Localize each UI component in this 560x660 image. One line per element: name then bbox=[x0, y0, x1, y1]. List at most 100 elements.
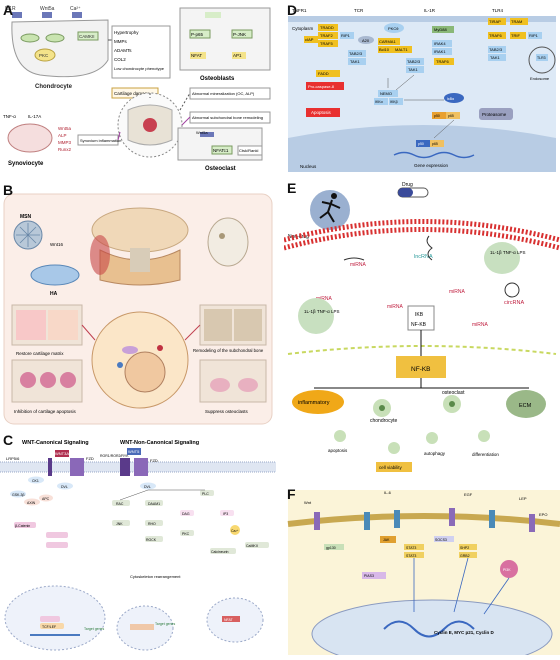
panel-label-a: A bbox=[3, 2, 14, 18]
chondro-item-4: COL2 bbox=[114, 57, 126, 62]
chondro-list: Hypertrophy MMPs ADAMTs COL2 Low chondro… bbox=[108, 25, 171, 79]
node-p-jnk: P-JNK bbox=[233, 32, 246, 37]
receptor-wnt5a-oc: Wnt5a bbox=[196, 130, 208, 135]
non-daam: DAAM1 bbox=[148, 502, 160, 506]
f-pi3k: PI3K bbox=[503, 568, 511, 572]
d-tak-3: TAK1 bbox=[490, 55, 500, 60]
svg-text:ALP: ALP bbox=[58, 133, 67, 138]
d-fadd: FADD bbox=[318, 71, 329, 76]
cell-chondrocyte: Chondrocyte bbox=[35, 84, 73, 90]
title-noncanonical: WNT-Non-Canonical Signaling bbox=[120, 440, 199, 446]
e-apoptosis: apoptosis bbox=[328, 448, 348, 453]
canon-fzd: FZD bbox=[86, 456, 94, 461]
d-bcl10: Bcl10 bbox=[379, 47, 390, 52]
canon-wnt3a: WNT3A bbox=[55, 451, 69, 456]
non-camk: CaMKII bbox=[246, 544, 258, 548]
panel-label-c: C bbox=[3, 432, 14, 448]
non-plc: PLC bbox=[202, 492, 209, 496]
d-carma1: CARMA1 bbox=[379, 39, 396, 44]
receptor-ca: Ca²⁺ bbox=[70, 6, 81, 12]
d-ikb: IκBα bbox=[447, 97, 454, 101]
receptor-tlr4: TLR4 bbox=[492, 8, 504, 13]
receptor-tnfr1: TNFR1 bbox=[292, 8, 307, 13]
node-camkii: CAMKII bbox=[79, 34, 95, 39]
canon-axin: AXIN bbox=[27, 501, 36, 505]
non-rac: RAC bbox=[116, 502, 124, 506]
d-traf6-b: TRAF6 bbox=[489, 33, 502, 38]
e-nfkb-small: NF-KB bbox=[411, 322, 427, 328]
panel-label-d: D bbox=[287, 2, 298, 18]
panel-a-figure: IL1R Wnt5a Ca²⁺ CAMKII PKC Chondrocyte H… bbox=[3, 6, 271, 172]
e-lncrna: lncRNA bbox=[414, 254, 433, 260]
e-ecm: ECM bbox=[519, 403, 532, 409]
d-ciap: cIAP bbox=[305, 37, 314, 42]
panel-label-b: B bbox=[3, 182, 14, 198]
f-grb2: GRB2 bbox=[460, 554, 470, 558]
non-nfat: NFAT bbox=[224, 618, 234, 622]
label-cytoplasm: Cytoplasm bbox=[292, 26, 314, 31]
osteo-box-remodel: Abnormal subchondral bone remodeling bbox=[192, 115, 263, 120]
d-tak-2: TAK1 bbox=[408, 67, 418, 72]
canon-target: Target genes bbox=[84, 627, 104, 631]
label-ha: HA bbox=[50, 291, 58, 297]
d-tak-1: TAK1 bbox=[350, 59, 360, 64]
receptor-wnt5a-a: Wnt5a bbox=[40, 6, 55, 12]
receptor-il1r-d: IL-1R bbox=[424, 8, 436, 13]
f-jak: JAK bbox=[383, 538, 390, 542]
panel-c-figure: WNT-Canonical Signaling WNT-Non-Canonica… bbox=[0, 440, 276, 651]
panel-b: B MSN Wnt16 HA Restore cartilage matrix bbox=[0, 180, 276, 425]
d-gene-expression: Gene expression bbox=[414, 163, 449, 168]
f-wnt: Wnt bbox=[304, 500, 312, 505]
d-pkc: PKCθ bbox=[388, 26, 399, 31]
d-traf2: TRAF2 bbox=[320, 33, 333, 38]
canon-apc: APC bbox=[42, 497, 50, 501]
panel-e: E Non-drug Drug miRNA lncRNA circRNA miR… bbox=[283, 178, 560, 478]
panel-c: C WNT-Canonical Signaling WNT-Non-Canoni… bbox=[0, 430, 276, 655]
d-p65-nuc: p65 bbox=[432, 142, 438, 146]
non-wnt5: WNT5 bbox=[128, 449, 140, 454]
d-tab-3: TAB2/3 bbox=[489, 47, 503, 52]
canon-gsk: GSK-3β bbox=[12, 493, 25, 497]
svg-text:Runx2: Runx2 bbox=[58, 147, 72, 152]
e-circrna: circRNA bbox=[504, 300, 524, 306]
panel-e-figure: Non-drug Drug miRNA lncRNA circRNA miRNA… bbox=[283, 182, 560, 472]
d-trif: TRIF bbox=[511, 33, 520, 38]
e-mirna-2: miRNA bbox=[316, 296, 332, 302]
e-autophagy: autophagy bbox=[424, 451, 446, 456]
cell-osteoclast: Osteoclast bbox=[205, 166, 236, 172]
d-proteasome: Proteasome bbox=[482, 112, 507, 117]
e-nfkb: NF-KB bbox=[411, 366, 431, 373]
d-tab-2: TAB2/3 bbox=[407, 59, 421, 64]
d-apoptosis: Apoptosis bbox=[311, 110, 332, 115]
e-drug: Drug bbox=[402, 182, 413, 188]
label-suppress-osteoclasts: Suppress osteoclasts bbox=[205, 409, 249, 414]
d-tab-1: TAB2/3 bbox=[349, 51, 363, 56]
d-irak1: IRAK1 bbox=[434, 49, 446, 54]
node-tnf: TNF-α bbox=[3, 114, 16, 119]
chondro-item-1: Hypertrophy bbox=[114, 30, 139, 35]
d-nemo: NEMO bbox=[380, 91, 392, 96]
d-tirap: TIRAP bbox=[489, 19, 501, 24]
panel-d-figure: TNFR1 TCR IL-1R TLR4 Cytoplasm TRADD TRA… bbox=[288, 8, 556, 172]
chondro-item-3: ADAMTs bbox=[114, 48, 132, 53]
f-gene: Cyclin E, MYC p21, Cyclin D bbox=[434, 630, 495, 635]
non-pkc: PKC bbox=[182, 532, 190, 536]
panel-d: D TNFR1 TCR IL-1R TLR4 Cytoplasm TRADD T… bbox=[284, 0, 560, 172]
node-pkc-a: PKC bbox=[39, 53, 49, 58]
e-mirna-4: miRNA bbox=[449, 289, 465, 295]
non-calcineurin: Calcineurin bbox=[211, 550, 229, 554]
f-gp130: gp130 bbox=[326, 546, 336, 550]
e-mirna-5: miRNA bbox=[472, 322, 488, 328]
d-p65: p65 bbox=[448, 114, 454, 118]
f-il6: IL-6 bbox=[384, 490, 392, 495]
e-chondrocyte: chondrocyte bbox=[370, 418, 397, 424]
panel-b-figure: MSN Wnt16 HA Restore cartilage matrix In… bbox=[3, 193, 273, 425]
svg-text:Wnt5a: Wnt5a bbox=[58, 126, 72, 131]
non-cytoskeleton: Cytoskeleton rearrangement bbox=[130, 574, 181, 579]
e-nondrug: Non-drug bbox=[288, 234, 309, 240]
d-procasp: Pro-caspase-8 bbox=[308, 84, 335, 89]
cartilage-damage: Cartilage damage bbox=[114, 91, 150, 96]
d-tram: TRAM bbox=[511, 19, 522, 24]
non-dag: DAG bbox=[182, 512, 190, 516]
panel-f: F Wnt IL-6 EGF LEP EPO JAK STAT3 STAT3 S… bbox=[284, 484, 560, 660]
